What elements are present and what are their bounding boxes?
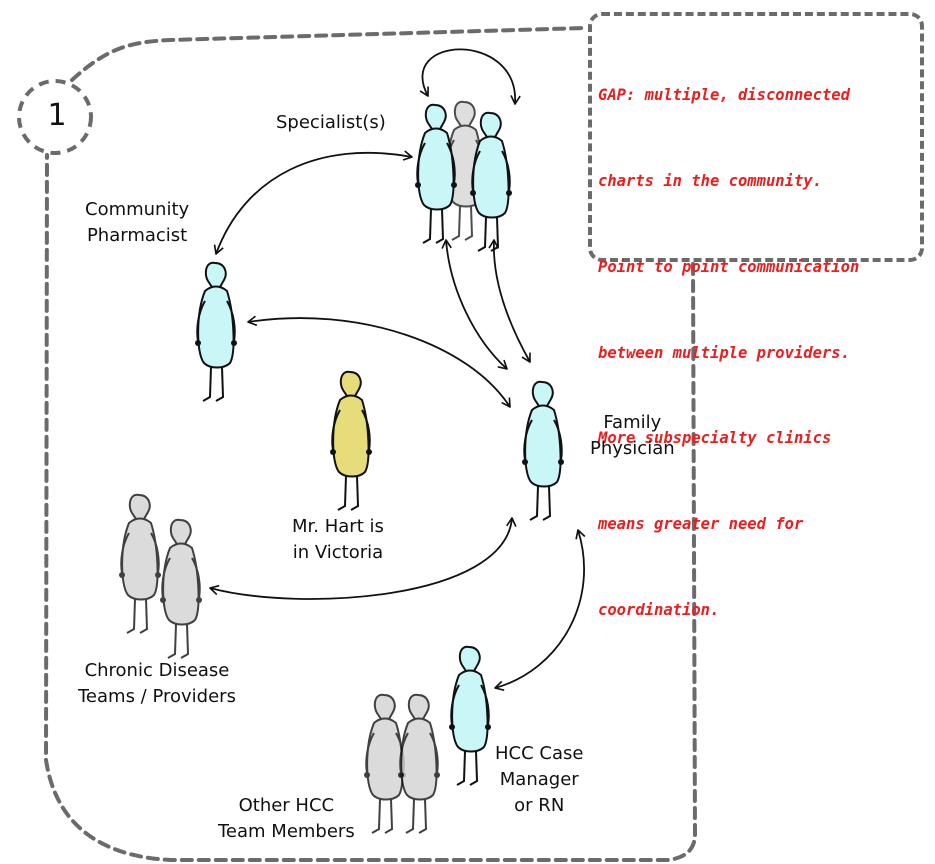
arrow-specialist-loop bbox=[419, 48, 521, 105]
community-boundary bbox=[43, 26, 698, 862]
gap-line: Point to point communication bbox=[598, 257, 860, 276]
patient-label: Mr. Hart is in Victoria bbox=[292, 516, 384, 563]
arrow-specialist-pharmacist bbox=[213, 150, 413, 255]
patient-figure bbox=[329, 370, 373, 511]
arrow-specialist-physician-1 bbox=[441, 239, 508, 370]
other-hcc-label: Other HCC Team Members bbox=[218, 795, 355, 842]
gap-line: GAP: multiple, disconnected bbox=[598, 86, 850, 105]
arrow-physician-hcc bbox=[494, 529, 586, 692]
physician-figure bbox=[521, 380, 565, 521]
gap-line: More subspecialty clinics bbox=[598, 429, 832, 448]
hcc-case-manager-figure bbox=[448, 645, 492, 786]
gap-line: coordination. bbox=[598, 600, 720, 619]
gap-callout-text: GAP: multiple, disconnected charts in th… bbox=[598, 24, 935, 653]
chronic-team-figure-1 bbox=[118, 493, 162, 634]
arrow-pharmacist-physician bbox=[247, 315, 511, 408]
other-hcc-figure-2 bbox=[397, 693, 441, 834]
pharmacist-figure bbox=[194, 261, 238, 402]
step-number-circle bbox=[17, 79, 93, 155]
gap-line: between multiple providers. bbox=[598, 343, 850, 362]
chronic-team-figure-2 bbox=[159, 518, 203, 659]
family-physician-label: Family Physician bbox=[590, 412, 675, 459]
specialists-label: Specialist(s) bbox=[276, 112, 386, 133]
chronic-disease-label: Chronic Disease Teams / Providers bbox=[78, 660, 236, 707]
arrow-specialist-physician-2 bbox=[488, 239, 531, 363]
connections bbox=[209, 48, 586, 692]
gap-callout-box bbox=[588, 12, 924, 262]
step-number: 1 bbox=[47, 98, 67, 133]
gap-line: charts in the community. bbox=[598, 171, 822, 190]
gap-line: means greater need for bbox=[598, 515, 804, 534]
hcc-case-manager-label: HCC Case Manager or RN bbox=[495, 743, 584, 816]
specialist-figure-left bbox=[414, 103, 458, 244]
community-pharmacist-label: Community Pharmacist bbox=[85, 199, 190, 246]
